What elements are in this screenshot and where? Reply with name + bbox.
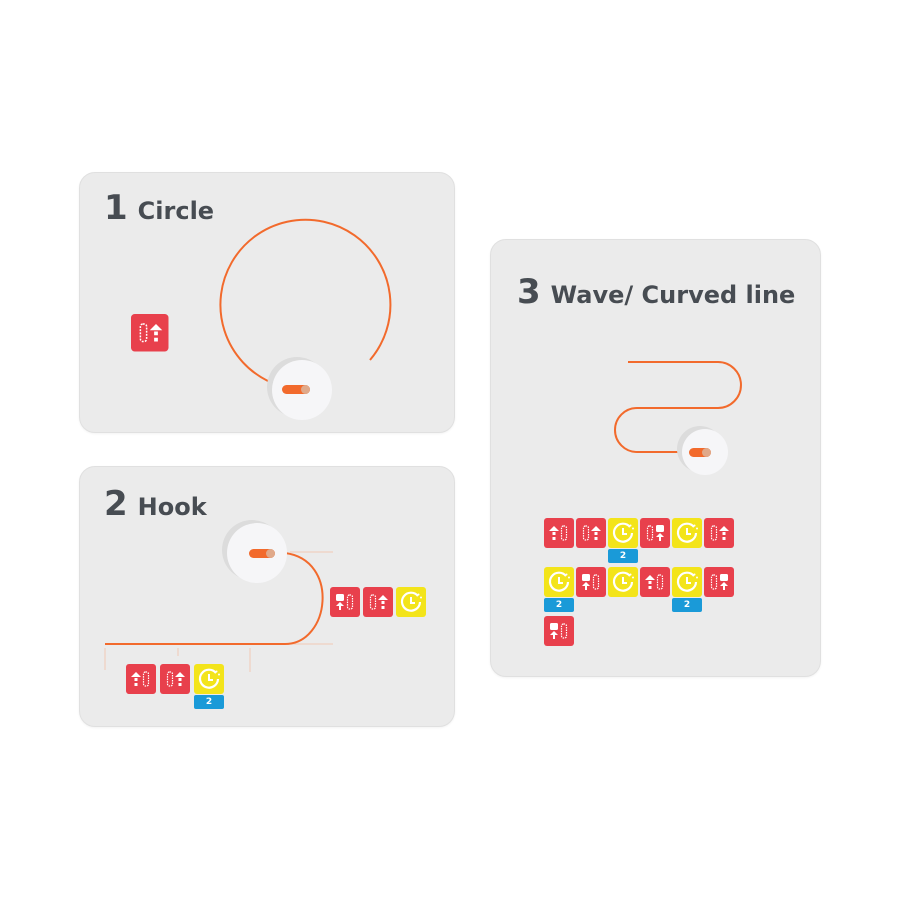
code-block-forward-left[interactable] — [640, 567, 670, 612]
hook-path — [105, 552, 324, 645]
turn-right-icon — [704, 567, 734, 597]
code-block-timer[interactable]: 2 — [608, 518, 638, 563]
forward-left-icon — [544, 518, 574, 548]
block-row: 2 — [544, 518, 734, 563]
turn-left-icon — [544, 616, 574, 646]
card-number: 3 — [517, 272, 541, 312]
code-block-timer[interactable] — [608, 567, 638, 612]
forward-right-icon — [131, 314, 169, 352]
forward-left-icon — [126, 664, 156, 694]
timer-icon — [544, 567, 574, 597]
block-row — [330, 587, 426, 617]
robot-wave — [682, 429, 728, 475]
forward-right-icon — [704, 518, 734, 548]
block-row: 2 — [126, 664, 224, 709]
card-circle-title: 1 Circle — [104, 188, 214, 228]
timer-icon — [608, 518, 638, 548]
code-block-turn-left[interactable] — [576, 567, 606, 612]
code-block-turn-left[interactable] — [544, 616, 574, 646]
card-title: Circle — [137, 197, 215, 225]
circle-path — [219, 218, 392, 383]
code-block-forward-right[interactable] — [704, 518, 734, 563]
turn-left-icon — [576, 567, 606, 597]
card-wave-title: 3 Wave/ Curved line — [517, 272, 795, 312]
card-circle — [79, 172, 455, 433]
repeat-badge: 2 — [672, 598, 702, 612]
timer-icon — [672, 518, 702, 548]
forward-right-icon — [576, 518, 606, 548]
code-block-timer[interactable]: 2 — [194, 664, 224, 709]
card-title: Hook — [137, 493, 207, 521]
code-block-forward-left[interactable] — [126, 664, 156, 709]
code-block-timer[interactable] — [672, 518, 702, 563]
wave-path — [614, 361, 742, 453]
forward-left-icon — [640, 567, 670, 597]
turn-left-icon — [330, 587, 360, 617]
timer-icon — [672, 567, 702, 597]
card-number: 1 — [104, 188, 128, 228]
card-title: Wave/ Curved line — [550, 281, 796, 309]
code-block-timer[interactable]: 2 — [672, 567, 702, 612]
block-row — [544, 616, 574, 646]
timer-icon — [396, 587, 426, 617]
code-block-timer[interactable] — [396, 587, 426, 617]
timer-icon — [194, 664, 224, 694]
code-block-forward-right[interactable] — [131, 314, 169, 352]
repeat-badge: 2 — [608, 549, 638, 563]
code-block-turn-right[interactable] — [640, 518, 670, 563]
code-block-forward-right[interactable] — [576, 518, 606, 563]
repeat-badge: 2 — [544, 598, 574, 612]
code-block-forward-left[interactable] — [544, 518, 574, 563]
timer-icon — [608, 567, 638, 597]
turn-right-icon — [640, 518, 670, 548]
block-row — [131, 314, 169, 352]
code-block-forward-right[interactable] — [160, 664, 190, 709]
robot-circle — [272, 360, 332, 420]
forward-right-icon — [363, 587, 393, 617]
card-hook-title: 2 Hook — [104, 484, 207, 524]
robot-hook — [227, 523, 287, 583]
card-number: 2 — [104, 484, 128, 524]
code-block-turn-left[interactable] — [330, 587, 360, 617]
forward-right-icon — [160, 664, 190, 694]
code-block-turn-right[interactable] — [704, 567, 734, 612]
code-block-timer[interactable]: 2 — [544, 567, 574, 612]
repeat-badge: 2 — [194, 695, 224, 709]
code-block-forward-right[interactable] — [363, 587, 393, 617]
